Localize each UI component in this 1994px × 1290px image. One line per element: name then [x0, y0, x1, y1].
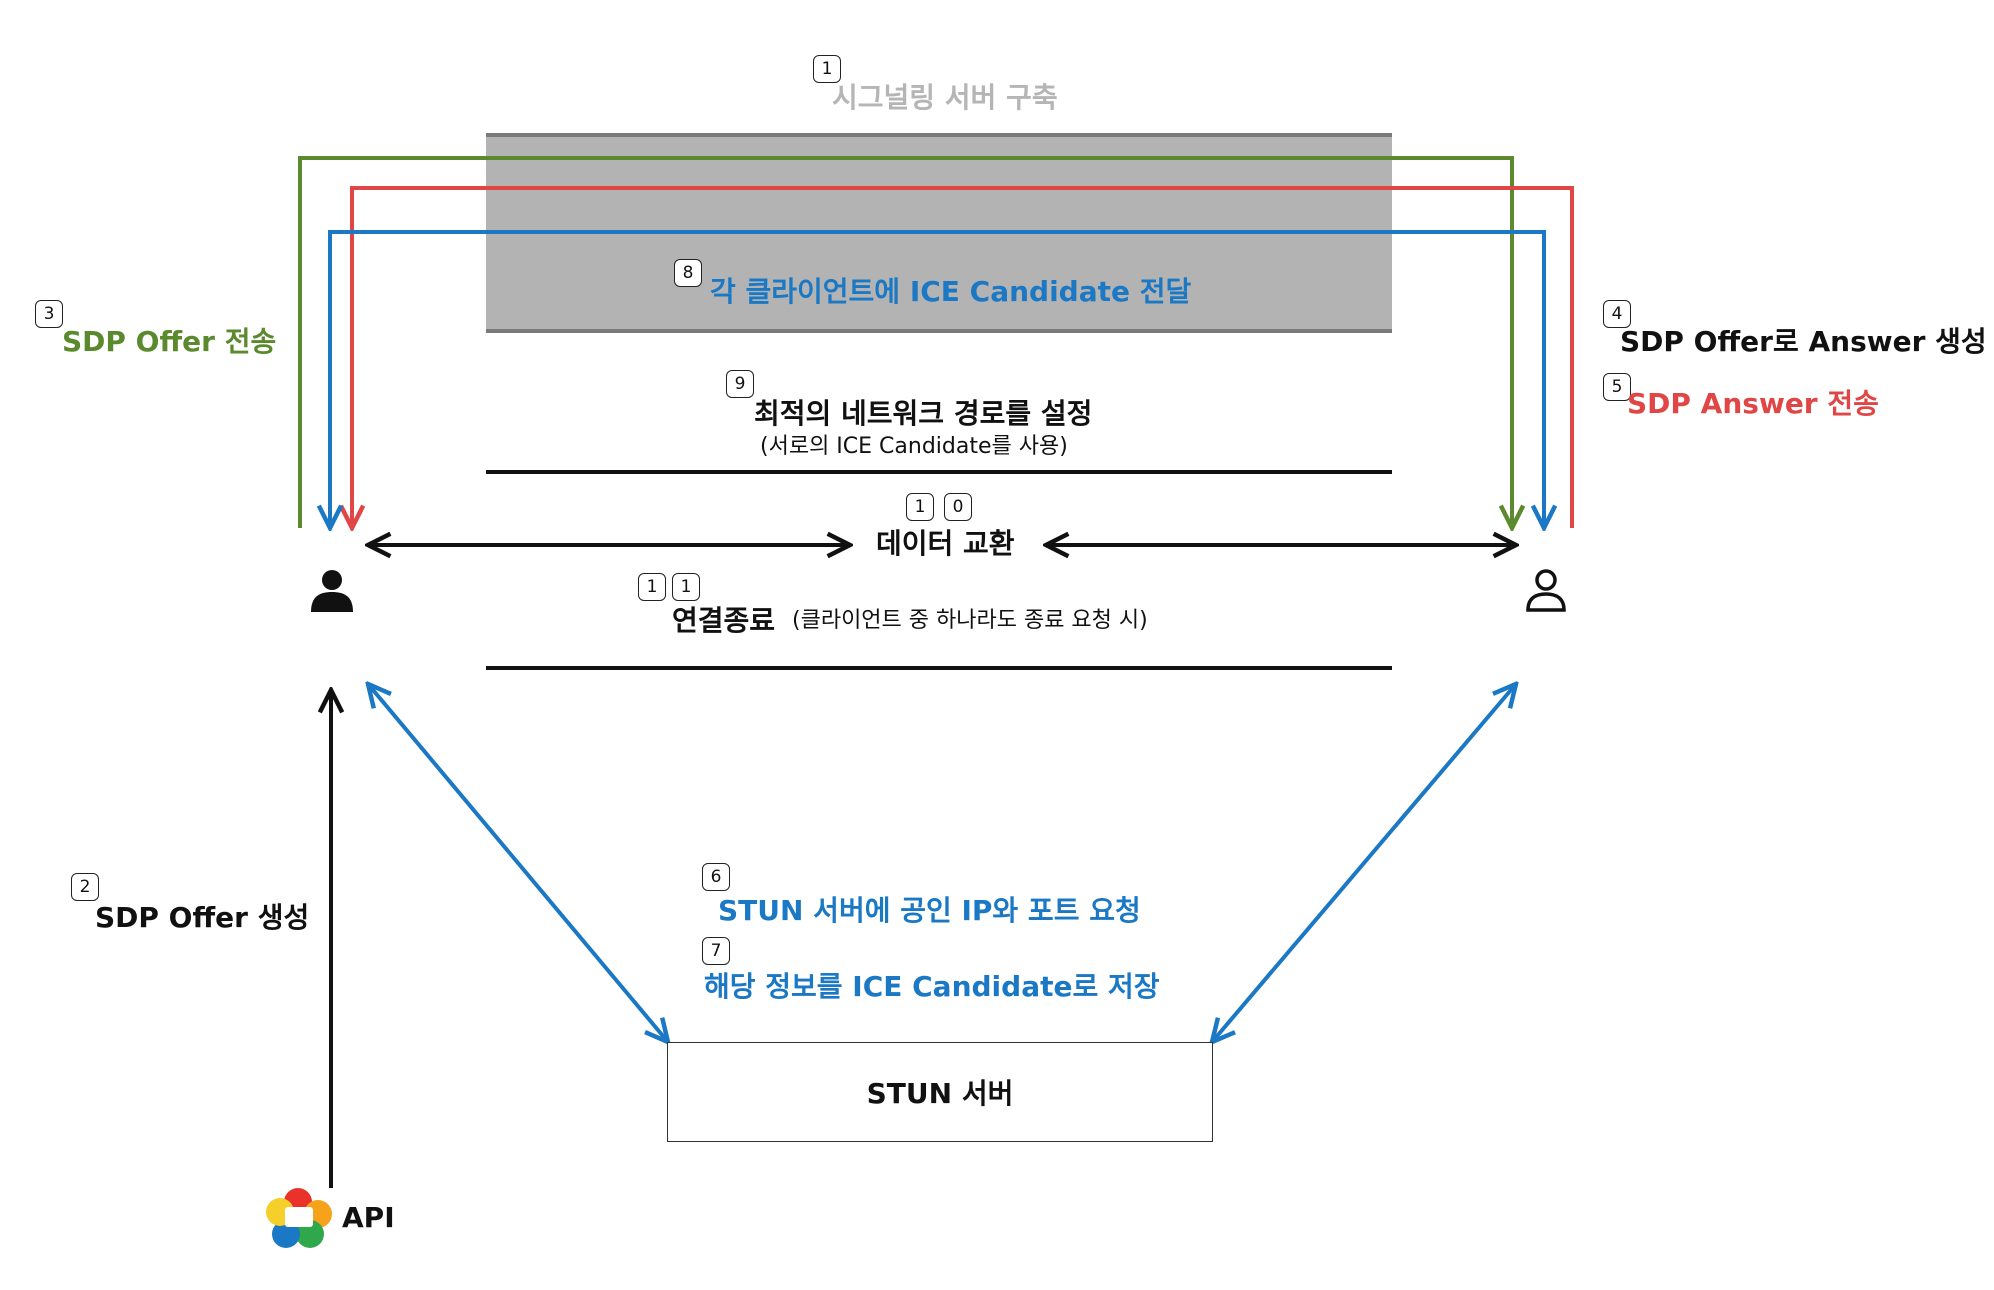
step-3-label: SDP Offer 전송: [62, 325, 277, 358]
step-7-label: 해당 정보를 ICE Candidate로 저장: [704, 970, 1160, 1003]
api-label: API: [342, 1201, 395, 1234]
step-11-label: 연결종료: [672, 604, 776, 637]
step-9-sublabel: (서로의 ICE Candidate를 사용): [760, 434, 1068, 459]
step-11-sublabel: (클라이언트 중 하나라도 종료 요청 시): [792, 608, 1148, 633]
step-5-badge: 5: [1603, 373, 1631, 401]
step-4-label: SDP Offer로 Answer 생성: [1620, 325, 1987, 358]
step-2-badge: 2: [71, 873, 99, 901]
step-6-badge: 6: [702, 863, 730, 891]
step-8-badge: 8: [674, 259, 702, 287]
stun-arrow-left: [368, 684, 668, 1042]
ice-candidate-arrow-left: [330, 230, 930, 528]
step-2-label: SDP Offer 생성: [95, 901, 310, 934]
stun-arrow-right: [1212, 684, 1516, 1042]
stun-server-label: STUN 서버: [866, 1077, 1014, 1110]
sdp-answer-send-arrow: [352, 186, 1574, 528]
step-8-label: 각 클라이언트에 ICE Candidate 전달: [710, 275, 1192, 308]
step-10-badge-digit-2: 0: [944, 493, 972, 521]
step-10-badge-digit-1: 1: [906, 493, 934, 521]
step-9-label: 최적의 네트워크 경로를 설정: [754, 397, 1093, 430]
step-4-badge: 4: [1603, 300, 1631, 328]
step-10-label: 데이터 교환: [876, 527, 1015, 560]
step-7-badge: 7: [702, 937, 730, 965]
step-6-label: STUN 서버에 공인 IP와 포트 요청: [718, 894, 1141, 927]
step-1-label: 시그널링 서버 구축: [832, 81, 1058, 114]
sdp-offer-send-arrow: [298, 156, 1512, 528]
step-11-badge-digit-1: 1: [638, 573, 666, 601]
ice-candidate-arrow-right: [930, 230, 1544, 528]
step-5-label: SDP Answer 전송: [1627, 387, 1879, 420]
step-11-badge-digit-2: 1: [672, 573, 700, 601]
stun-server-box: STUN 서버: [667, 1042, 1213, 1142]
webrtc-logo-icon: [266, 1188, 332, 1248]
user-filled-icon: [311, 570, 353, 612]
user-outline-icon: [1526, 569, 1566, 612]
step-1-badge: 1: [813, 55, 841, 83]
step-9-badge: 9: [726, 370, 754, 398]
step-3-badge: 3: [35, 300, 63, 328]
